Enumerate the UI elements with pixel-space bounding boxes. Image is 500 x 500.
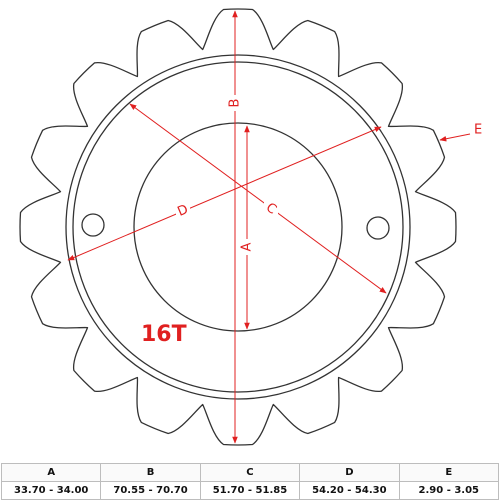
dimension-a-label: A bbox=[240, 242, 255, 251]
sprocket-tooth-profile bbox=[19, 8, 457, 446]
spec-value-b: 70.55 - 70.70 bbox=[100, 481, 201, 500]
spec-table-header-row: A B C D E bbox=[0, 463, 500, 482]
spec-table-value-row: 33.70 - 34.00 70.55 - 70.70 51.70 - 51.8… bbox=[0, 481, 500, 500]
sprocket-bore-circle bbox=[133, 122, 343, 332]
sprocket-rim-outer-circle bbox=[65, 54, 411, 400]
dimension-spec-table: A B C D E 33.70 - 34.00 70.55 - 70.70 51… bbox=[0, 463, 500, 500]
mounting-hole-right bbox=[366, 216, 390, 240]
dimension-e-leader bbox=[439, 133, 471, 142]
spec-header-a: A bbox=[0, 463, 102, 482]
spec-value-c: 51.70 - 51.85 bbox=[199, 481, 301, 500]
spec-value-a: 33.70 - 34.00 bbox=[0, 481, 102, 500]
dimension-c-arrow bbox=[129, 103, 387, 294]
spec-header-b: B bbox=[100, 463, 201, 482]
spec-value-e: 2.90 - 3.05 bbox=[398, 481, 500, 500]
sprocket-rim-inner-circle bbox=[72, 61, 404, 393]
spec-header-d: D bbox=[299, 463, 400, 482]
spec-header-c: C bbox=[199, 463, 301, 482]
mounting-hole-left bbox=[81, 213, 105, 237]
spec-header-e: E bbox=[398, 463, 500, 482]
teeth-count-label: 16T bbox=[141, 322, 187, 347]
sprocket-diagram: B A C D E 16T bbox=[19, 8, 482, 446]
dimension-b-label: B bbox=[228, 99, 243, 108]
spec-value-d: 54.20 - 54.30 bbox=[299, 481, 400, 500]
dimension-e-label: E bbox=[474, 123, 482, 138]
dimension-d-arrow bbox=[67, 126, 382, 261]
